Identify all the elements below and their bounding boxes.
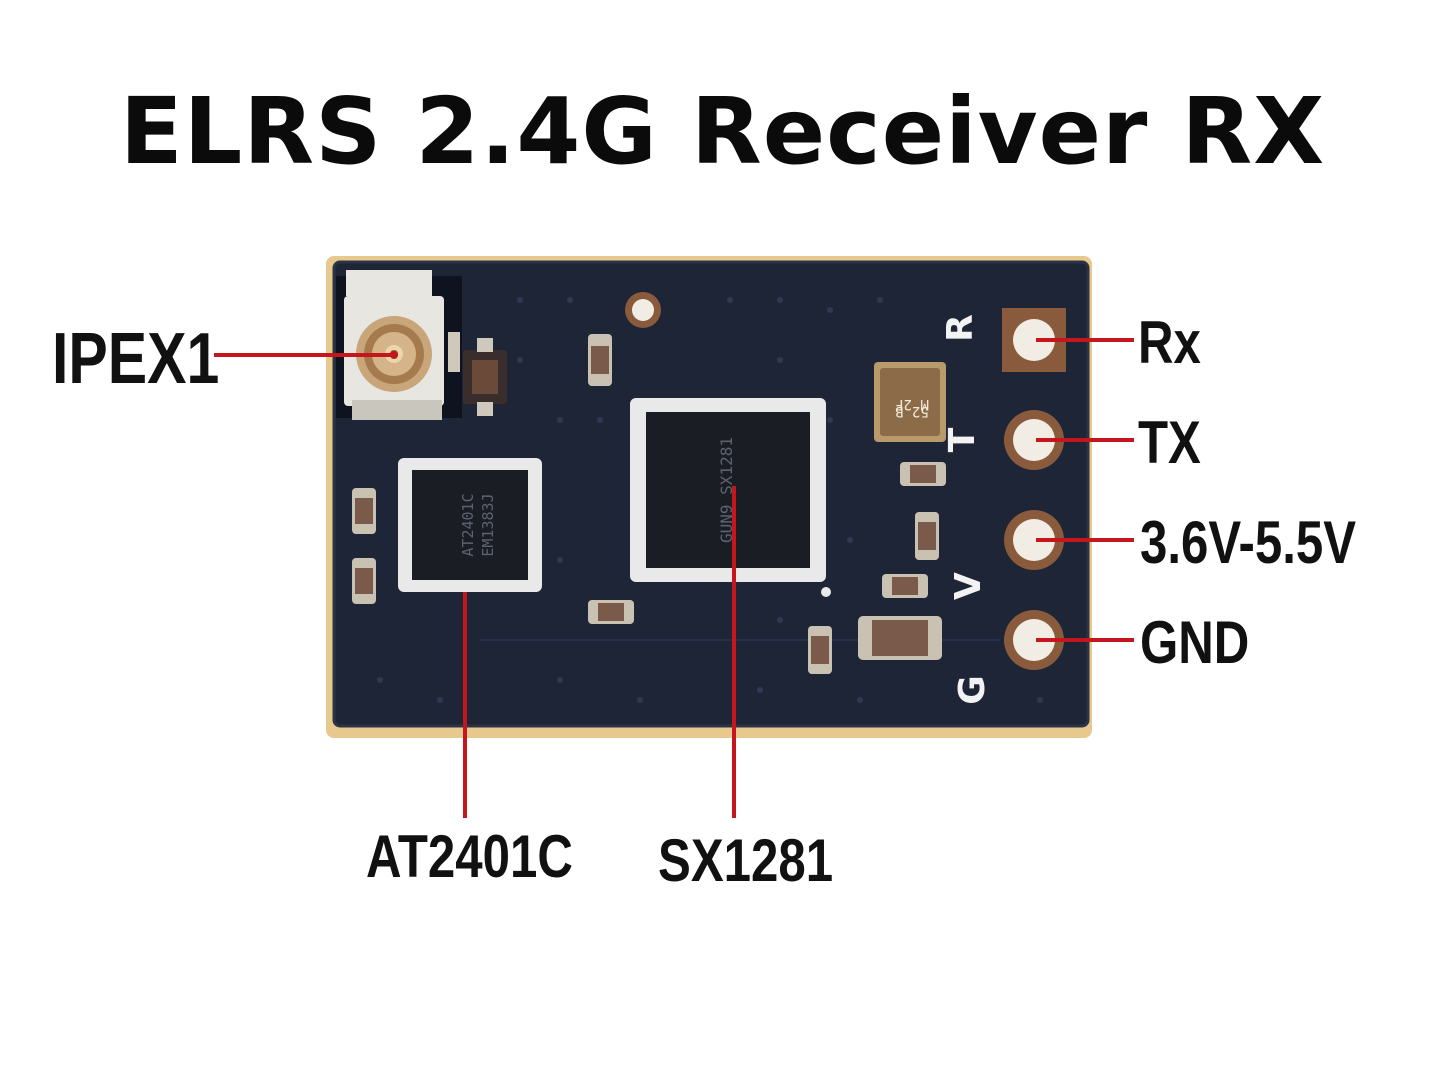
callout-tx: TX (1138, 409, 1201, 476)
sx1281-chip-marking: GUN9 SX1281 (717, 437, 736, 543)
solder-pads (1002, 308, 1066, 670)
crystal-marking-1: 52 B (895, 403, 929, 419)
silk-v: V (948, 572, 989, 600)
callout-ipex1: IPEX1 (52, 319, 220, 399)
page-title: ELRS 2.4G Receiver RX (119, 78, 1326, 185)
sx1281-chip: GUN9 SX1281 (630, 398, 831, 597)
callout-at2401c: AT2401C (366, 823, 573, 890)
callout-lines (214, 338, 1134, 818)
callout-rx: Rx (1138, 309, 1201, 376)
silk-g: G (952, 675, 993, 705)
at2401c-chip-marking: AT2401C (459, 493, 477, 556)
callout-gnd: GND (1140, 609, 1250, 676)
at2401c-chip: AT2401C EM1383J (398, 458, 542, 592)
smd-components (352, 332, 946, 674)
callout-sx1281: SX1281 (658, 827, 834, 894)
silk-t: T (942, 427, 983, 452)
crystal-oscillator: 52 B M 2F (874, 362, 946, 442)
ipex-connector (336, 270, 462, 420)
crystal-marking-2: M 2F (895, 396, 929, 412)
at2401c-chip-marking-2: EM1383J (479, 493, 497, 556)
pcb-vias (377, 297, 1043, 703)
callout-voltage: 3.6V-5.5V (1140, 509, 1357, 576)
silk-r: R (940, 314, 981, 342)
